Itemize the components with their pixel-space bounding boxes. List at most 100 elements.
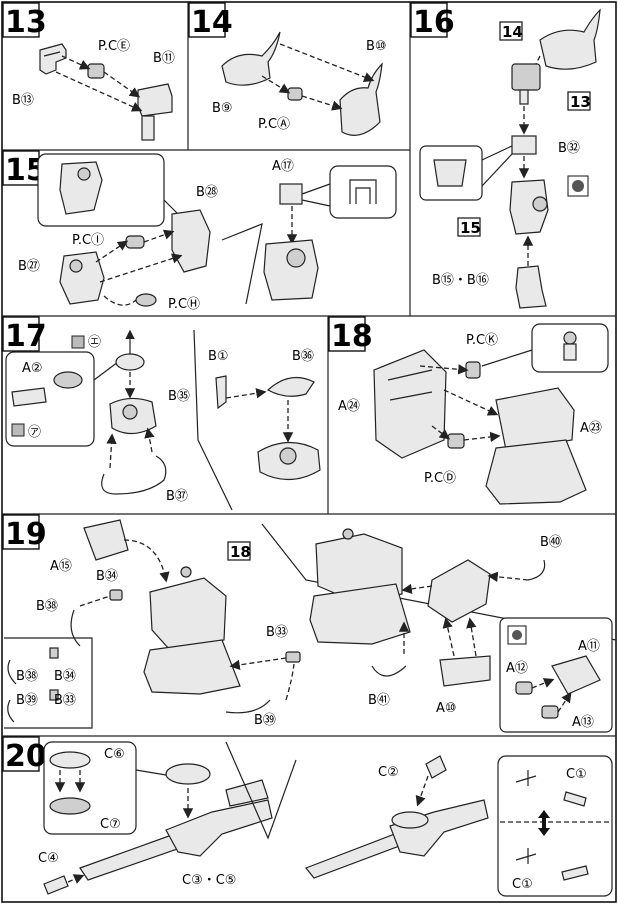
label-pc-i: P.CⒾ — [72, 233, 104, 248]
part-upper-body-assembled — [309, 528, 411, 645]
label-pc-d: P.CⒹ — [424, 471, 456, 486]
label-ue: ㋓ — [88, 335, 101, 350]
part-b1-rod — [215, 375, 227, 410]
label-b35: B㉟ — [168, 389, 190, 404]
part-body-15-assembled — [509, 179, 549, 235]
label-a24: A㉔ — [338, 399, 360, 414]
label-b37: B㊲ — [166, 489, 188, 504]
label-b39: B㊴ — [254, 713, 276, 728]
label-b40: B㊵ — [540, 535, 562, 550]
part-body-18-assembled — [143, 566, 241, 695]
inset-c1-detail — [497, 755, 613, 897]
inset-b28-detail — [37, 153, 165, 227]
step-16: 16 14 13 B㉜ — [410, 2, 601, 309]
label-a12: A⑫ — [506, 661, 528, 676]
part-b35-waist — [109, 397, 157, 435]
label-c7: C⑦ — [100, 817, 121, 832]
part-pch-connector — [135, 293, 157, 307]
label-b27: B㉗ — [18, 259, 40, 274]
part-b41-cable — [371, 665, 407, 677]
part-shoulder-cover — [427, 559, 491, 623]
box-ref-15: 15 — [460, 219, 481, 237]
part-a23-torso-base — [485, 387, 587, 505]
key-label-b38: B㊳ — [16, 669, 38, 684]
step-15: 15 B㉘ P.CⒾ B㉗ P.CⒽ A⑰ — [2, 150, 397, 312]
step-13-number: 13 — [5, 5, 47, 40]
inset-a17-detail — [301, 165, 397, 219]
part-b11-block — [137, 83, 173, 141]
key-label-b39: B㊴ — [16, 693, 38, 708]
step-17-number: 17 — [5, 319, 47, 354]
part-pcd-connector — [447, 433, 465, 449]
inset-shoulder-detail — [499, 617, 613, 733]
step-19-number: 19 — [5, 517, 47, 552]
label-pc-k: P.CⓀ — [466, 333, 498, 348]
icon-paint-mark — [567, 175, 589, 197]
part-rifle-assembled — [305, 799, 489, 879]
step-20-number: 20 — [5, 739, 47, 774]
part-b39-cable — [225, 699, 271, 714]
part-b13-bracket — [39, 43, 67, 75]
label-a17: A⑰ — [272, 159, 294, 174]
label-b32: B㉜ — [558, 141, 580, 156]
label-b38: B㊳ — [36, 599, 58, 614]
label-b11: B⑪ — [153, 51, 175, 66]
part-pci-connector — [125, 235, 145, 249]
part-b34-joint — [109, 589, 123, 601]
inset-b32-detail — [419, 145, 513, 201]
label-c3-c5: C③・C⑤ — [182, 873, 236, 888]
part-b15-b16-leg — [515, 265, 547, 309]
label-b15-b16: B⑮・B⑯ — [432, 273, 489, 288]
key-inset-cables — [4, 637, 93, 729]
label-pc-a: P.CⒶ — [258, 117, 290, 132]
part-b33-joint — [285, 651, 301, 663]
label-ua: ㋐ — [28, 425, 41, 440]
box-ref-14: 14 — [502, 23, 523, 41]
part-b9-horn-shell — [221, 31, 281, 86]
label-b34: B㉞ — [96, 569, 118, 584]
label-b41: B㊶ — [368, 693, 390, 708]
part-pck-connector — [465, 361, 481, 379]
label-pc-e: P.CⒺ — [98, 39, 130, 54]
part-b38-cable — [70, 609, 81, 647]
part-b13-assembled — [511, 63, 541, 105]
part-pca-connector — [287, 87, 303, 101]
part-b37-cable — [101, 455, 167, 495]
step-18: 18 A㉔ P.CⓀ P.CⒹ A㉓ — [328, 316, 609, 505]
part-drum-magazine — [165, 763, 211, 785]
part-a17-clip — [279, 183, 303, 205]
label-c1-bottom: C① — [512, 877, 533, 892]
label-b33: B㉝ — [266, 625, 288, 640]
part-b36-dome — [266, 376, 315, 397]
label-a11: A⑪ — [578, 639, 600, 654]
part-rifle-c3-c5 — [79, 779, 273, 881]
part-waist-assembly — [257, 441, 321, 481]
step-20: 20 C⑥ C⑦ C③・C⑤ C④ C② — [2, 736, 613, 897]
label-b9: B⑨ — [212, 101, 233, 116]
label-c4: C④ — [38, 851, 59, 866]
inset-a2-detail — [5, 351, 95, 447]
part-b40-cable — [527, 559, 546, 581]
part-c2-part — [425, 755, 447, 779]
inset-pck-detail — [481, 323, 609, 373]
label-pc-h: P.CⒽ — [168, 297, 200, 312]
box-ref-18: 18 — [230, 543, 251, 561]
label-b1: B① — [208, 349, 229, 364]
step-14-number: 14 — [191, 5, 233, 40]
label-c6: C⑥ — [104, 747, 125, 762]
label-b36: B㊱ — [292, 349, 314, 364]
label-a15: A⑮ — [50, 559, 72, 574]
part-b28-body — [171, 209, 211, 273]
label-a10: A⑩ — [436, 701, 457, 716]
label-a2: A② — [22, 361, 43, 376]
step-19: 19 A⑮ B㉞ B㊳ 18 B㉝ B㊴ — [2, 514, 617, 733]
part-a2-top — [115, 329, 145, 371]
part-a15-panel — [83, 519, 129, 561]
part-a10-bracket — [439, 655, 491, 687]
step-18-number: 18 — [331, 319, 373, 354]
label-c1-top: C① — [566, 767, 587, 782]
step-17: 17 A② ㋐ ㋓ B㉟ B㊲ B① — [2, 316, 321, 511]
label-a23: A㉓ — [580, 421, 602, 436]
